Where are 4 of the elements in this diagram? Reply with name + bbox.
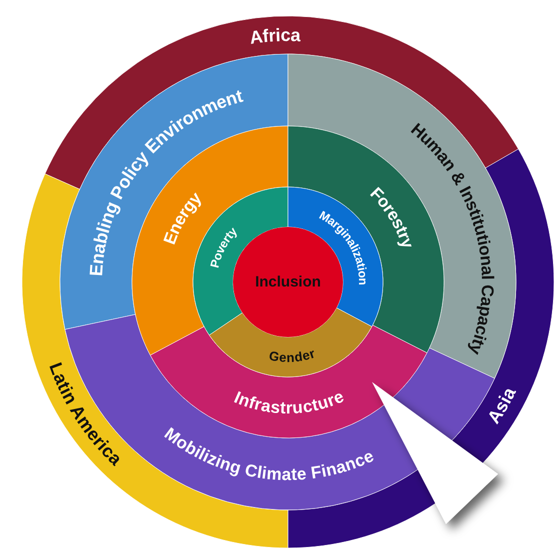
segment-label: Infrastructure [232,386,346,418]
segment-label: Gender [268,345,317,365]
segment-label: Africa [248,24,301,48]
segment-label: Inclusion [255,274,321,290]
